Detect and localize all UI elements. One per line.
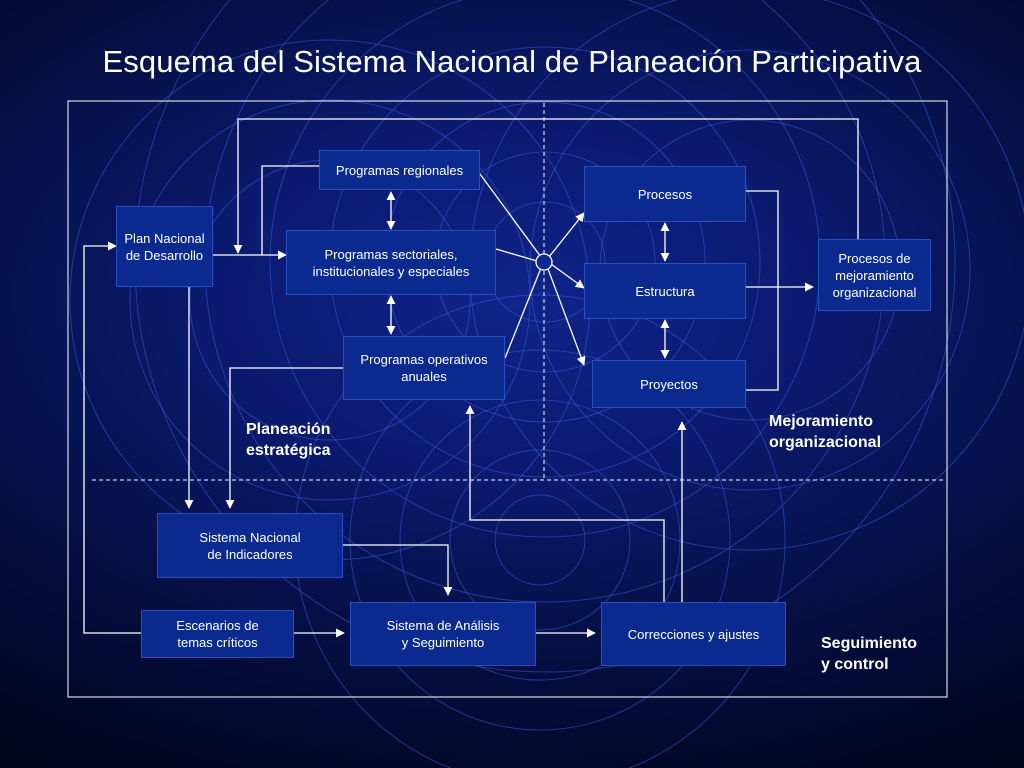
section-label-planeacion: Planeación estratégica [246, 421, 331, 459]
line-operativos-to-hub [504, 267, 542, 359]
arrow-indicadores-to-analisis [342, 544, 453, 596]
line-sectoriales-to-hub [495, 248, 538, 262]
arrow-hub-to-procesos [548, 212, 585, 258]
box-programas-regionales: Programas regionales [319, 150, 480, 190]
arrow-correcciones-to-operativos [465, 405, 665, 602]
box-programas-operativos: Programas operativos anuales [343, 336, 505, 400]
box-programas-sectoriales: Programas sectoriales, institucionales y… [286, 230, 496, 295]
arrow-hub-to-estructura [550, 263, 585, 289]
section-label-seguimiento: Seguimiento y control [821, 635, 918, 673]
section-label-mejoramiento: Mejoramiento organizacional [769, 413, 882, 451]
box-plan-nacional: Plan Nacional de Desarrollo [116, 206, 213, 287]
arrow-operativos-to-indicadores [225, 367, 343, 509]
box-sistema-indicadores: Sistema Nacional de Indicadores [157, 513, 343, 578]
slide-title: Esquema del Sistema Nacional de Planeaci… [102, 44, 922, 79]
box-procesos: Procesos [584, 166, 746, 222]
convergence-hub [535, 253, 553, 271]
diagram-frame [67, 100, 948, 698]
arrow-hub-to-proyectos [547, 268, 586, 366]
arrow-mejoramiento-to-plan [233, 118, 859, 254]
box-correcciones: Correcciones y ajustes [601, 602, 786, 666]
line-plan-to-regionales [261, 165, 319, 255]
arrow-escenarios-to-plan [83, 241, 141, 634]
box-estructura: Estructura [584, 263, 746, 319]
box-sistema-analisis: Sistema de Análisis y Seguimiento [350, 602, 536, 666]
box-escenarios: Escenarios de temas críticos [141, 610, 294, 658]
box-proyectos: Proyectos [592, 360, 746, 408]
line-procesos-bracket [746, 190, 779, 391]
line-regionales-to-hub [479, 173, 542, 258]
box-procesos-mejoramiento: Procesos de mejoramiento organizacional [818, 239, 931, 311]
